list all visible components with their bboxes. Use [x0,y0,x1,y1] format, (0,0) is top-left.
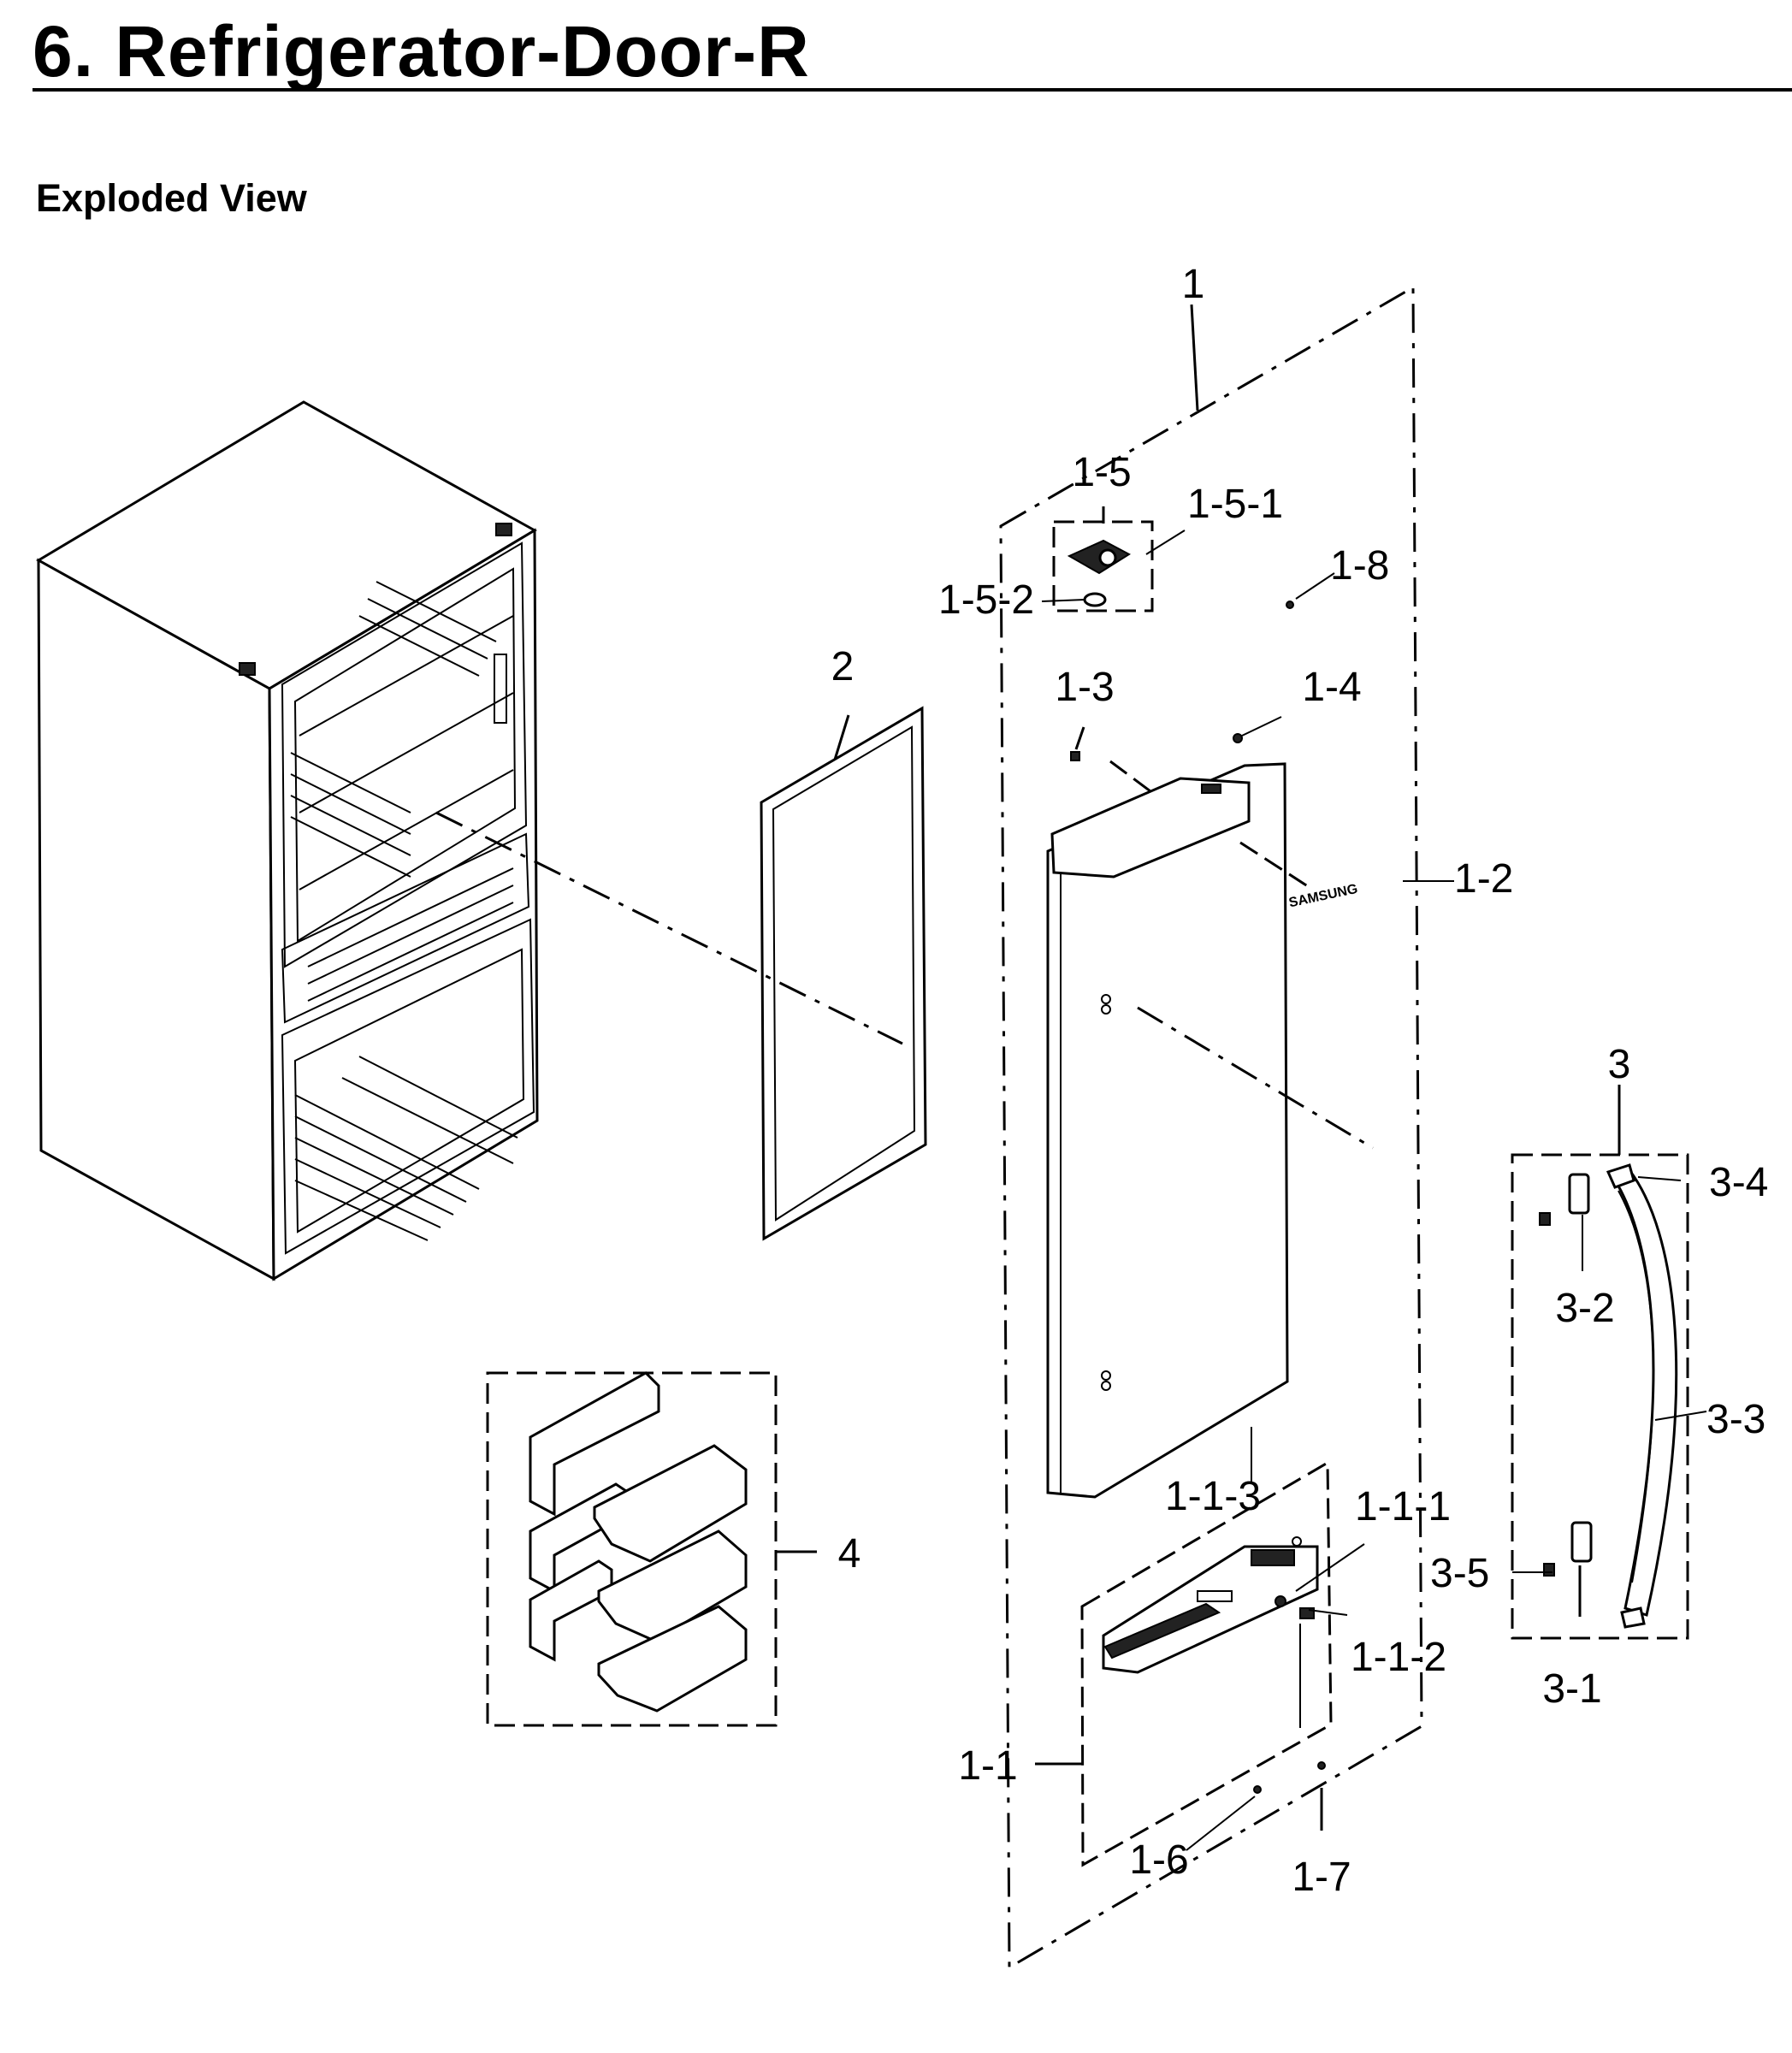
callout-1-7: 1-7 [1292,1855,1351,1900]
handle-bracket-upper [1568,1173,1590,1215]
dispenser-group-box [1080,1460,1333,1867]
samsung-badge: SAMSUNG [1287,882,1359,911]
callout-1-5-2: 1-5-2 [938,577,1034,623]
refrigerator-cabinet [35,400,539,1281]
callout-3-2: 3-2 [1555,1286,1614,1331]
handle-bracket-lower [1570,1521,1593,1563]
callout-1-1-3: 1-1-3 [1165,1474,1261,1519]
callout-3-3: 3-3 [1706,1397,1765,1442]
title-rule [33,88,1792,92]
callout-1-1-2: 1-1-2 [1351,1635,1446,1680]
door-bins-box [486,1371,778,1727]
callout-1-5: 1-5 [1072,450,1131,495]
handle-cap-top [1606,1163,1635,1189]
callout-3-4: 3-4 [1709,1160,1768,1205]
handle-group-box [1511,1153,1689,1640]
shelf-ribs [290,581,497,878]
callout-1-2: 1-2 [1454,856,1513,902]
screw-1-7 [1317,1761,1326,1770]
callout-1-8: 1-8 [1330,543,1389,589]
crisper-ribs [307,867,514,1002]
screw-1-4 [1233,733,1243,743]
leader-1-3-door [1109,760,1151,793]
handle-cap-bottom [1620,1606,1646,1629]
callout-4: 4 [838,1531,861,1577]
callout-3-1: 3-1 [1542,1666,1601,1712]
part-1-1-3-screw [1292,1536,1302,1547]
dispenser-cover [1102,1545,1319,1674]
leader-badge-door [1239,841,1314,891]
callout-1-3: 1-3 [1055,665,1114,710]
callout-1-4: 1-4 [1302,665,1361,710]
handle-screw-lower [1543,1563,1555,1577]
callout-3-5: 3-5 [1430,1551,1489,1596]
door-panel [1046,762,1289,1499]
section-title: 6. Refrigerator-Door-R [33,11,810,92]
door-bins [529,1371,748,1713]
door-assembly-boundary [999,285,1423,1970]
callout-1-6: 1-6 [1129,1837,1188,1883]
callout-1-1-1: 1-1-1 [1355,1484,1451,1529]
callout-1-5-1: 1-5-1 [1187,482,1283,527]
part-1-3 [1070,751,1080,761]
leader-lines [777,304,1707,1851]
handle-screw-upper [1539,1212,1551,1226]
screw-1-8 [1286,601,1294,609]
samsung-badge-text: SAMSUNG [1287,882,1359,911]
door-gasket [760,706,927,1241]
upper-hinge [1067,539,1131,575]
callout-3: 3 [1608,1042,1631,1087]
screw-1-6 [1253,1785,1262,1794]
door-handle [1610,1168,1678,1617]
freezer-ribs [294,1056,518,1241]
callout-1-1: 1-1 [958,1743,1017,1789]
door-alignment-line [1137,1006,1374,1150]
exploded-view-subtitle: Exploded View [36,176,307,220]
callout-2: 2 [831,644,855,689]
hinge-washer [1083,592,1107,607]
gasket-alignment-line [435,811,903,1045]
callout-1: 1 [1182,262,1205,307]
